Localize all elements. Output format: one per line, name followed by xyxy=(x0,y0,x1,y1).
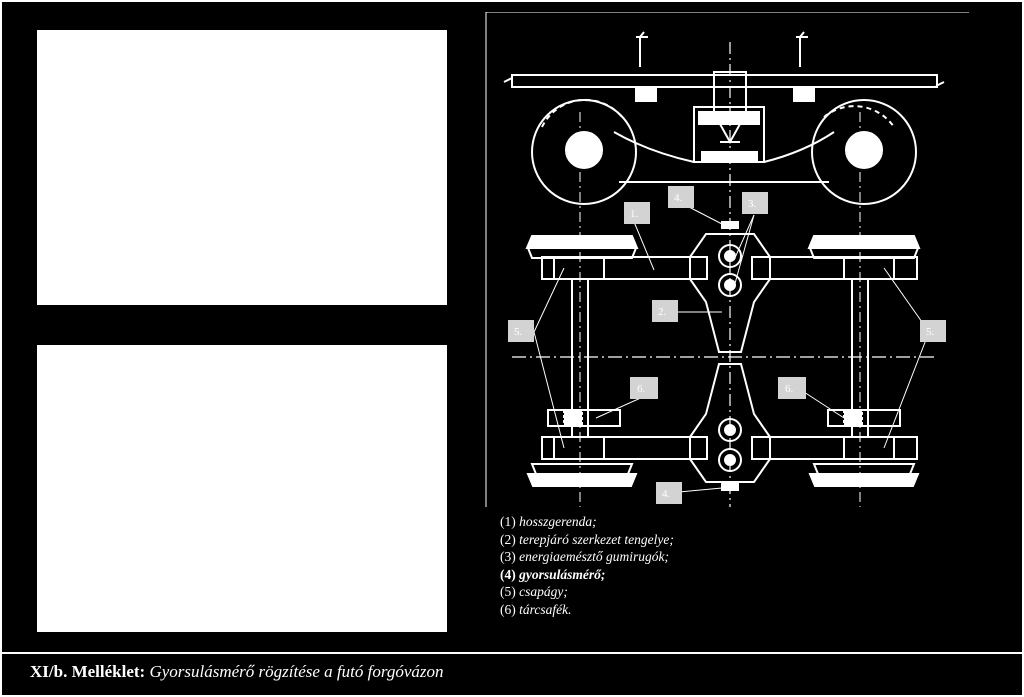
figure-caption: XI/b. Melléklet: Gyorsulásmérő rögzítése… xyxy=(30,662,443,682)
legend-item-1: (1) hosszgerenda; xyxy=(500,514,597,529)
svg-text:6.: 6. xyxy=(785,383,794,395)
accelerometer-top xyxy=(721,221,739,229)
legend-item-6: (6) tárcsafék. xyxy=(500,601,572,617)
axle-structure-upper xyxy=(689,233,771,353)
caption-title: Gyorsulásmérő rögzítése a futó forgóvázo… xyxy=(149,662,444,681)
disc-brake-right xyxy=(827,409,901,427)
svg-text:6.: 6. xyxy=(637,383,646,395)
legend-item-2: (2) terepjáró szerkezet tengelye; xyxy=(500,531,674,547)
disc-brake-left xyxy=(547,409,621,427)
svg-text:5.: 5. xyxy=(514,326,523,338)
blank-panel-bottom xyxy=(37,345,447,632)
label-6-right: 6. xyxy=(778,377,806,399)
caption-divider xyxy=(2,652,1022,654)
label-5-left: 5. xyxy=(508,320,534,342)
label-1: 1. xyxy=(624,202,650,224)
legend-item-3: (3) energiaemésztő gumirugók; xyxy=(500,549,669,564)
label-2: 2. xyxy=(652,300,678,322)
caption-prefix: XI/b. Melléklet: xyxy=(30,662,146,681)
label-4-top: 4. xyxy=(668,186,694,208)
wheel-right-top xyxy=(811,99,917,205)
svg-text:5.: 5. xyxy=(926,326,935,338)
car-body-beam xyxy=(511,74,938,88)
legend-item-4: (4) gyorsulásmérő; xyxy=(500,566,606,582)
legend-item-5: (5) csapágy; xyxy=(500,584,568,599)
longitudinal-beam-upper xyxy=(541,256,708,280)
svg-text:2.: 2. xyxy=(658,306,667,318)
svg-text:4.: 4. xyxy=(674,192,683,204)
axle-structure-lower xyxy=(689,363,771,483)
label-6-left: 6. xyxy=(630,377,658,399)
longitudinal-beam-lower xyxy=(541,436,708,460)
wheel-left-top xyxy=(531,99,637,205)
svg-text:3.: 3. xyxy=(748,198,757,210)
blank-panel-top xyxy=(37,30,447,305)
label-5-right: 5. xyxy=(920,320,946,342)
svg-text:4.: 4. xyxy=(662,488,671,500)
label-4-bottom: 4. xyxy=(656,482,682,504)
diagram-legend: (1) hosszgerenda; (2) terepjáró szerkeze… xyxy=(500,513,674,618)
bogie-technical-drawing: 1. 2. 3. 4. 4. 5. 5. 6. 6. xyxy=(485,12,969,507)
label-3: 3. xyxy=(742,192,768,214)
accelerometer-bottom xyxy=(721,483,739,491)
svg-text:1.: 1. xyxy=(630,208,639,220)
